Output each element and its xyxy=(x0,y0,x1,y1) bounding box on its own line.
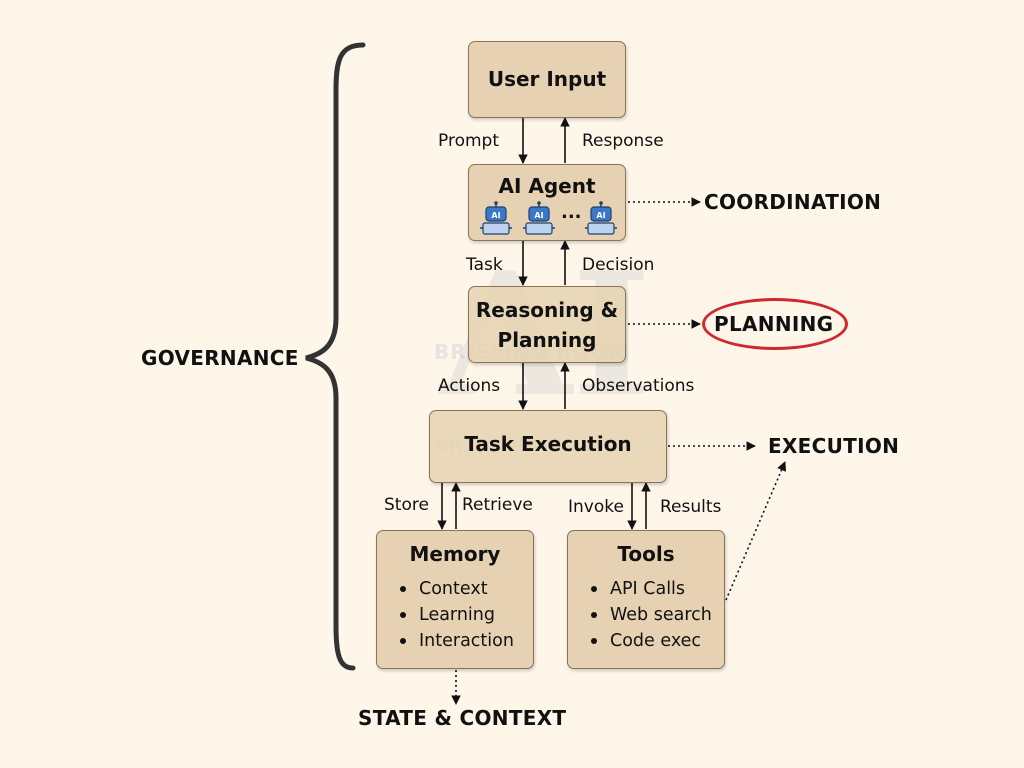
decision-label: Decision xyxy=(582,255,655,275)
tools-execution-connector xyxy=(725,461,787,601)
state-context-label: STATE & CONTEXT xyxy=(358,706,567,730)
tools-box: Tools API Calls Web search Code exec xyxy=(567,530,725,669)
memory-list: Context Learning Interaction xyxy=(397,576,514,654)
coordination-label: COORDINATION xyxy=(704,190,882,214)
ai-agent-title: AI Agent xyxy=(498,174,596,198)
response-label: Response xyxy=(582,131,664,151)
memory-title: Memory xyxy=(409,542,501,566)
agent-robot-icon: AI xyxy=(523,201,555,235)
governance-brace xyxy=(305,42,366,671)
tools-list: API Calls Web search Code exec xyxy=(588,576,712,654)
agent-robot-icon: AI xyxy=(480,201,512,235)
invoke-label: Invoke xyxy=(568,497,624,517)
tools-item: Code exec xyxy=(588,628,712,654)
task-execution-title: Task Execution xyxy=(464,432,632,456)
results-label: Results xyxy=(660,497,722,517)
user-input-title: User Input xyxy=(487,67,607,91)
planning-label: PLANNING xyxy=(714,312,834,336)
governance-label: GOVERNANCE xyxy=(141,346,299,370)
retrieve-label: Retrieve xyxy=(462,495,533,515)
task-execution-box: Task Execution xyxy=(429,410,667,483)
agent-robot-icon: AI xyxy=(585,201,617,235)
prompt-label: Prompt xyxy=(438,131,499,151)
tools-item: Web search xyxy=(588,602,712,628)
svg-text:AI: AI xyxy=(596,211,605,220)
agent-ellipsis: ... xyxy=(561,202,582,223)
svg-text:AI: AI xyxy=(491,211,500,220)
reasoning-title-line1: Reasoning & xyxy=(475,298,619,322)
memory-item: Learning xyxy=(397,602,514,628)
store-label: Store xyxy=(384,495,429,515)
ai-agent-box: AI Agent AI AI ... AI xyxy=(468,164,626,241)
observations-label: Observations xyxy=(582,376,695,396)
tools-item: API Calls xyxy=(588,576,712,602)
reasoning-title-line2: Planning xyxy=(497,328,597,352)
reasoning-planning-box: Reasoning & Planning xyxy=(468,286,626,363)
task-label: Task xyxy=(466,255,503,275)
execution-label: EXECUTION xyxy=(768,434,900,458)
memory-item: Context xyxy=(397,576,514,602)
planning-highlight-ellipse xyxy=(702,298,848,350)
tools-title: Tools xyxy=(617,542,675,566)
actions-label: Actions xyxy=(438,376,501,396)
user-input-box: User Input xyxy=(468,41,626,118)
svg-text:AI: AI xyxy=(534,211,543,220)
memory-item: Interaction xyxy=(397,628,514,654)
memory-box: Memory Context Learning Interaction xyxy=(376,530,534,669)
